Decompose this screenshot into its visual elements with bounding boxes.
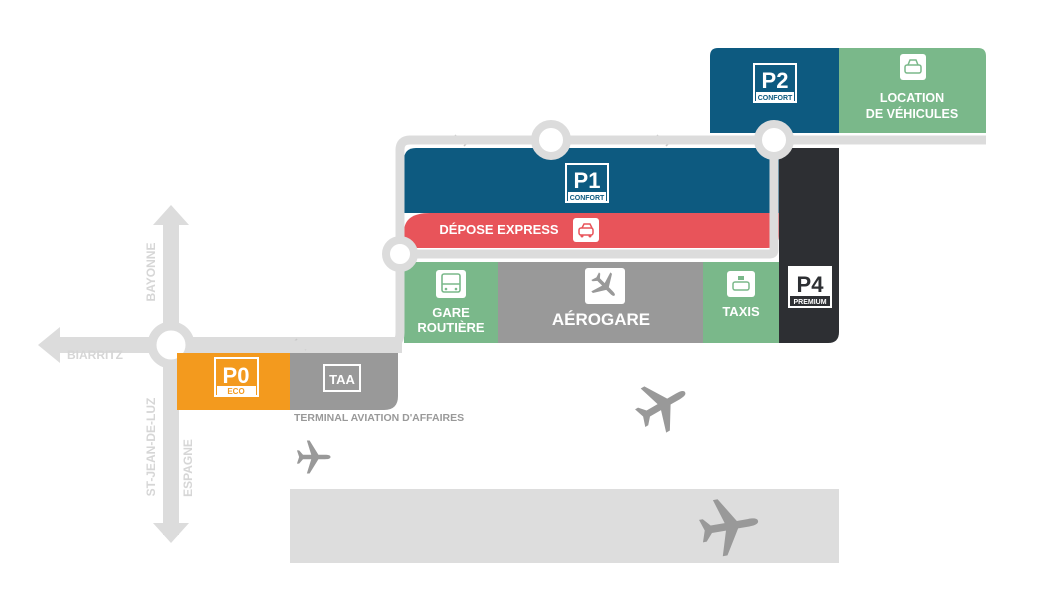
car-icon [900,54,926,80]
parking-p2[interactable] [710,48,839,133]
taa-badge [323,364,361,392]
p2-code: P2 [762,68,789,93]
p1-code: P1 [574,168,601,193]
taa-label: TAA [329,372,355,387]
direction-st-jean-de-luz: ST-JEAN-DE-LUZ [144,398,158,497]
gare-routiere-label-line1: GARE [432,305,470,320]
gare-routiere-label-line2: ROUTIÈRE [417,320,485,335]
taa-caption: TERMINAL AVIATION D'AFFAIRES [294,412,464,424]
plane-icon [296,440,331,474]
p0-sub: ECO [227,387,244,396]
location-zone[interactable] [839,48,986,133]
taxi-icon [727,271,755,297]
parking-p1[interactable] [404,148,779,213]
p2-sub: CONFORT [758,95,793,102]
depose-express-label: DÉPOSE EXPRESS [439,222,559,237]
p4-code: P4 [797,272,825,297]
parking-p0[interactable] [177,353,290,410]
roundabout-3 [754,120,794,160]
car-drop-icon [573,218,599,242]
location-label-line1: LOCATION [880,91,944,105]
p4-sub: PREMIUM [793,299,826,306]
direction-biarritz: BIARRITZ [67,348,123,362]
p1-sub: CONFORT [570,195,605,202]
location-label-line2: DE VÉHICULES [866,106,958,121]
p0-code: P0 [223,363,250,388]
aerogare-label: AÉROGARE [552,310,650,329]
taxis-label: TAXIS [722,304,760,319]
access-road [290,135,779,350]
plane-icon [627,370,698,441]
direction-bayonne: BAYONNE [144,243,158,302]
taa-zone[interactable] [290,353,398,410]
parking-p4[interactable] [779,148,839,343]
runway [290,489,839,563]
plane-icon [585,266,625,306]
bus-icon [436,270,466,298]
roundabout-2 [531,120,571,160]
roundabout-1 [382,236,418,272]
direction-espagne: ESPAGNE [181,439,195,497]
